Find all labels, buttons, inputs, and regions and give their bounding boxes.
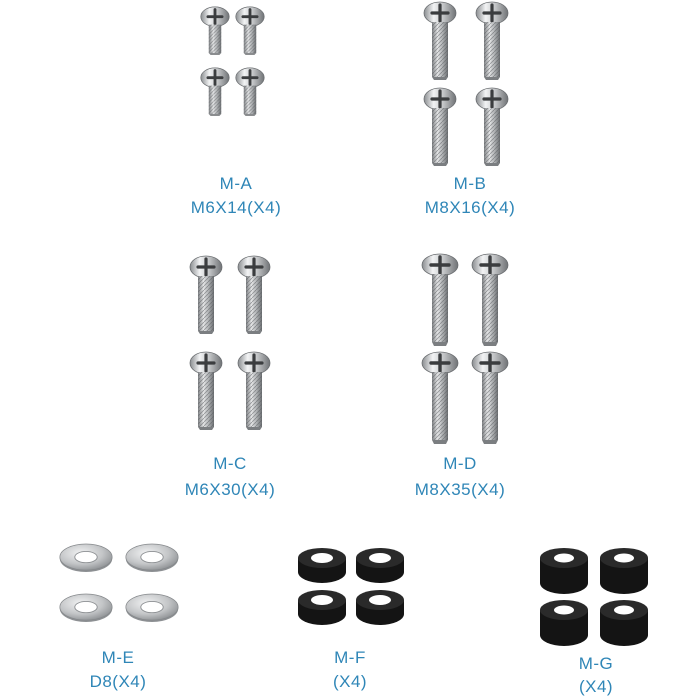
part-code: M-G xyxy=(578,654,614,673)
rubber-spacer-icon xyxy=(354,546,406,586)
rubber-spacer-icon xyxy=(538,598,590,648)
part-spec: M6X14(X4) xyxy=(190,198,282,217)
part-code: M-D xyxy=(443,454,477,473)
phillips-screw-icon xyxy=(422,86,458,166)
flat-washer-icon xyxy=(58,542,114,574)
rubber-spacer-icon xyxy=(296,546,348,586)
phillips-screw-icon xyxy=(420,252,460,346)
flat-washer-icon xyxy=(124,542,180,574)
rubber-spacer-icon xyxy=(598,546,650,596)
phillips-screw-icon xyxy=(420,350,460,444)
phillips-screw-icon xyxy=(199,4,231,56)
rubber-spacer-icon xyxy=(296,588,348,628)
part-spec: M8X16(X4) xyxy=(424,198,516,217)
phillips-screw-icon xyxy=(422,0,458,80)
rubber-spacer-icon xyxy=(538,546,590,596)
part-code: M-C xyxy=(213,454,247,473)
phillips-screw-icon xyxy=(234,65,266,117)
phillips-screw-icon xyxy=(474,86,510,166)
part-spec: M6X30(X4) xyxy=(184,480,276,499)
rubber-spacer-icon xyxy=(598,598,650,648)
phillips-screw-icon xyxy=(234,254,274,334)
phillips-screw-icon xyxy=(470,350,510,444)
phillips-screw-icon xyxy=(470,252,510,346)
rubber-spacer-icon xyxy=(354,588,406,628)
part-spec: (X4) xyxy=(332,672,368,691)
phillips-screw-icon xyxy=(199,65,231,117)
part-code: M-B xyxy=(453,174,487,193)
part-code: M-E xyxy=(101,648,135,667)
part-code: M-A xyxy=(219,174,253,193)
phillips-screw-icon xyxy=(234,4,266,56)
phillips-screw-icon xyxy=(474,0,510,80)
part-spec: D8(X4) xyxy=(89,672,147,691)
part-code: M-F xyxy=(334,648,366,667)
flat-washer-icon xyxy=(58,592,114,624)
part-spec: M8X35(X4) xyxy=(414,480,506,499)
part-spec: (X4) xyxy=(578,677,614,696)
phillips-screw-icon xyxy=(186,350,226,430)
phillips-screw-icon xyxy=(186,254,226,334)
flat-washer-icon xyxy=(124,592,180,624)
phillips-screw-icon xyxy=(234,350,274,430)
